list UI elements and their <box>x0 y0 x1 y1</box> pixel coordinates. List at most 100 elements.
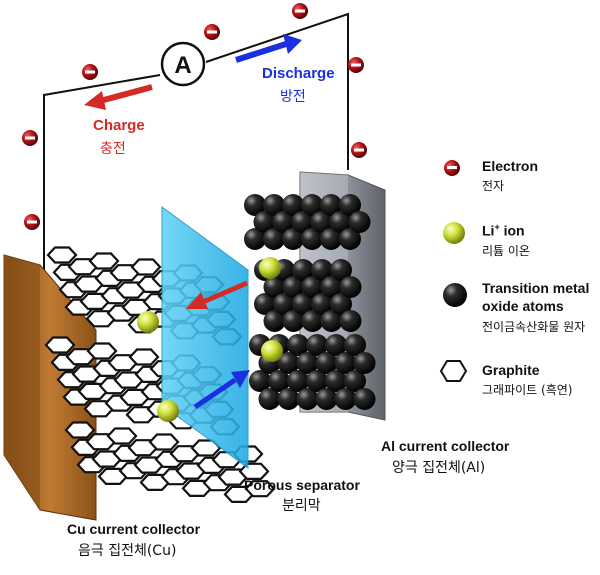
oxide-atom <box>344 334 366 356</box>
electron-minus-sign <box>295 9 305 13</box>
electron-minus-sign <box>447 166 457 169</box>
electron-minus-sign <box>207 30 217 34</box>
oxide-atom <box>282 310 305 332</box>
graphite-hexagon <box>44 336 76 354</box>
legend-electron-label: Electron <box>482 158 539 174</box>
oxide-atom <box>301 310 324 332</box>
graphite-hexagon <box>244 480 276 498</box>
oxide-atom <box>273 293 295 315</box>
graphite-hexagon <box>113 371 145 389</box>
graphite-hexagon-icon <box>439 360 468 382</box>
oxide-atom <box>244 228 266 250</box>
electron-minus-sign <box>25 136 35 140</box>
graphite-hexagon <box>85 433 117 451</box>
graphite-hexagon <box>148 433 180 451</box>
graphite-hexagon <box>133 456 165 474</box>
oxide-atom <box>301 194 323 216</box>
oxide-atom <box>320 310 343 332</box>
oxide-atom <box>292 259 314 281</box>
oxide-atom <box>306 370 328 392</box>
oxide-atom <box>334 352 357 374</box>
oxide-atom <box>301 228 323 250</box>
oxide-atom <box>263 310 286 332</box>
discharge-ion-arrow-icon <box>193 370 250 410</box>
oxide-atom <box>292 293 314 315</box>
oxide-atom <box>282 276 305 298</box>
graphite-hexagon <box>115 281 147 299</box>
oxide-atom <box>258 388 281 410</box>
graphite-hexagon <box>64 421 96 439</box>
electron-minus-sign <box>27 220 37 224</box>
graphite-hexagon <box>139 473 171 491</box>
oxide-atom <box>329 211 352 233</box>
graphite-hexagon <box>119 388 151 406</box>
graphite-hexagon <box>181 479 213 497</box>
oxide-atom <box>320 228 342 250</box>
discharge-arrow-icon <box>235 34 302 63</box>
cu-collector-label-ko: 음극 집전체(Cu) <box>78 543 177 559</box>
oxide-atom <box>244 194 266 216</box>
separator-label: Porous separator <box>244 477 360 493</box>
electron-minus-sign <box>85 70 95 74</box>
oxide-atom <box>325 334 347 356</box>
graphite-hexagon <box>97 467 129 485</box>
graphite-hexagon <box>91 450 123 468</box>
graphite-hexagon <box>217 468 249 486</box>
graphite-hexagon <box>77 382 109 400</box>
porous-separator <box>161 206 249 469</box>
li-charge: + <box>494 222 500 232</box>
oxide-atom <box>325 370 347 392</box>
oxide-atom <box>263 228 285 250</box>
li-ion-icon <box>443 222 465 244</box>
graphite-hexagon <box>86 342 118 360</box>
oxide-atom <box>310 211 333 233</box>
graphite-hexagon <box>79 292 111 310</box>
oxide-atom <box>348 211 371 233</box>
al-collector-label: Al current collector <box>381 438 510 454</box>
legend-li-ion-label: Li+ ion <box>482 222 525 239</box>
oxide-atom <box>320 276 343 298</box>
discharge-label: Discharge <box>262 65 335 82</box>
li-ion <box>137 311 159 333</box>
oxide-atom-icon <box>443 283 467 307</box>
oxide-atom <box>268 370 290 392</box>
charge-ion-arrow-icon <box>186 280 248 309</box>
graphite-hexagon <box>67 258 99 276</box>
oxide-atom <box>311 259 333 281</box>
graphite-hexagon <box>175 462 207 480</box>
oxide-atom <box>320 194 342 216</box>
separator-label-ko: 분리막 <box>282 498 321 514</box>
graphite-hexagon <box>85 310 117 328</box>
ammeter-icon <box>160 41 206 87</box>
oxide-atom <box>287 334 309 356</box>
oxide-atom <box>253 211 276 233</box>
graphite-hexagon <box>109 264 141 282</box>
graphite-hexagon <box>223 485 255 503</box>
circuit-wire-right <box>205 12 349 170</box>
oxide-atom <box>344 370 366 392</box>
al-collector-label-ko: 양극 집전체(Al) <box>392 460 486 476</box>
oxide-atom <box>282 228 304 250</box>
charge-arrow-icon <box>84 84 153 110</box>
graphite-hexagon <box>128 348 160 366</box>
legend-graphite-label-ko: 그래파이트 (흑연) <box>482 383 573 397</box>
graphite-hexagon <box>169 445 201 463</box>
graphite-hexagon <box>88 252 120 270</box>
oxide-atom <box>282 194 304 216</box>
ammeter-symbol: A <box>174 52 191 79</box>
legend-oxide-label-line1: Transition metal <box>482 280 590 296</box>
oxide-atom <box>291 211 314 233</box>
oxide-atom <box>254 293 276 315</box>
oxide-atom <box>277 352 300 374</box>
oxide-atom <box>353 388 376 410</box>
graphite-hexagon <box>83 400 115 418</box>
oxide-atom <box>277 388 300 410</box>
li-ion <box>261 340 283 362</box>
oxide-atom <box>339 276 362 298</box>
legend-electron-label-ko: 전자 <box>482 179 505 193</box>
oxide-atom <box>339 194 361 216</box>
oxide-atom <box>315 352 338 374</box>
li-text: Li <box>482 222 495 239</box>
